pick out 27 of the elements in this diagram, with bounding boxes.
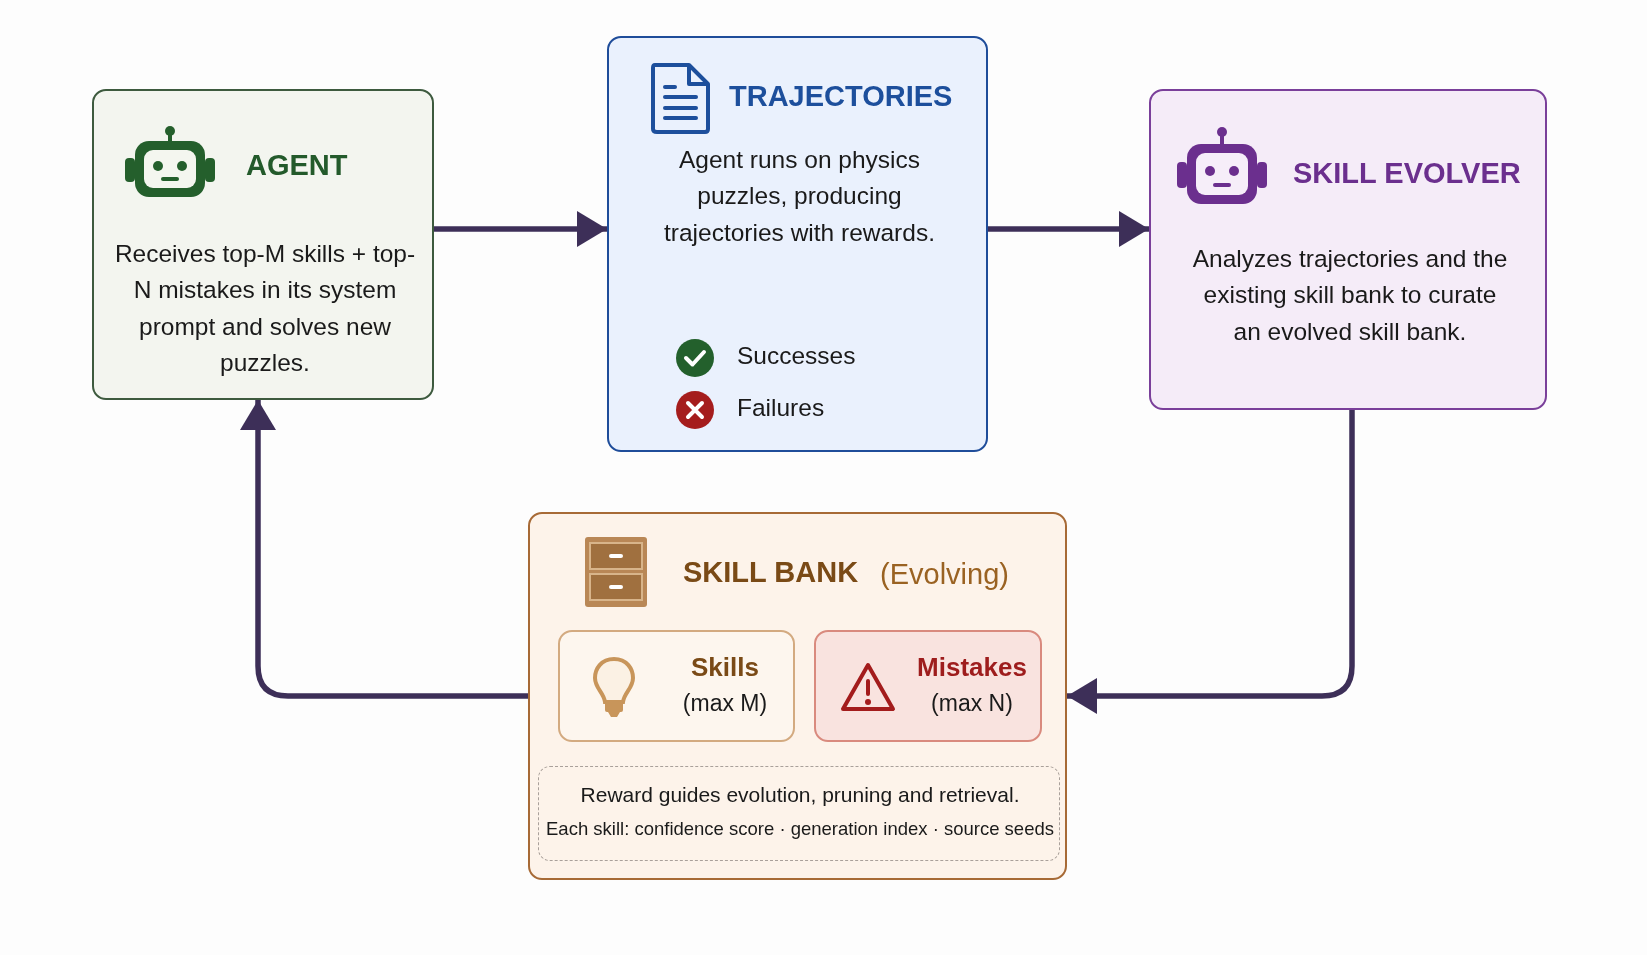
description: Agent runs on physics puzzles, producing trajectories with rewards. [663,145,936,248]
note-text: Reward guides evolution, pruning and retrieval. [579,782,1021,808]
panel-text: (max N) [930,690,1014,717]
mistakes-panel [814,630,1042,742]
skill-evolver-card [1149,89,1547,410]
heading: SKILL BANK [683,556,859,589]
arrow [1067,410,1355,714]
description: Receives top-M skills + top-N mistakes in its system prompt and solves new puzzles. [113,239,417,378]
panel-text: (max M) [681,690,769,717]
trajectories-card [607,36,988,452]
note-box [538,766,1060,861]
list-item: Successes [737,342,856,370]
agent-card [92,89,434,400]
panel-heading: Mistakes [916,652,1028,683]
arrow [240,400,528,699]
description: Analyzes trajectories and the existing skill bank to curate an evolved skill bank. [1191,244,1509,347]
heading-qualifier: (Evolving) [880,558,1009,591]
heading: TRAJECTORIES [729,80,953,113]
panel-heading: Skills [690,652,760,683]
heading: SKILL EVOLVER [1293,157,1521,190]
arrow [434,211,607,247]
arrow [988,211,1149,247]
skill-bank-card [528,512,1067,880]
note-text: Each skill: confidence score · generation index · source seeds [545,817,1055,841]
list-item: Failures [737,394,825,422]
heading: AGENT [246,149,348,182]
skills-panel [558,630,795,742]
